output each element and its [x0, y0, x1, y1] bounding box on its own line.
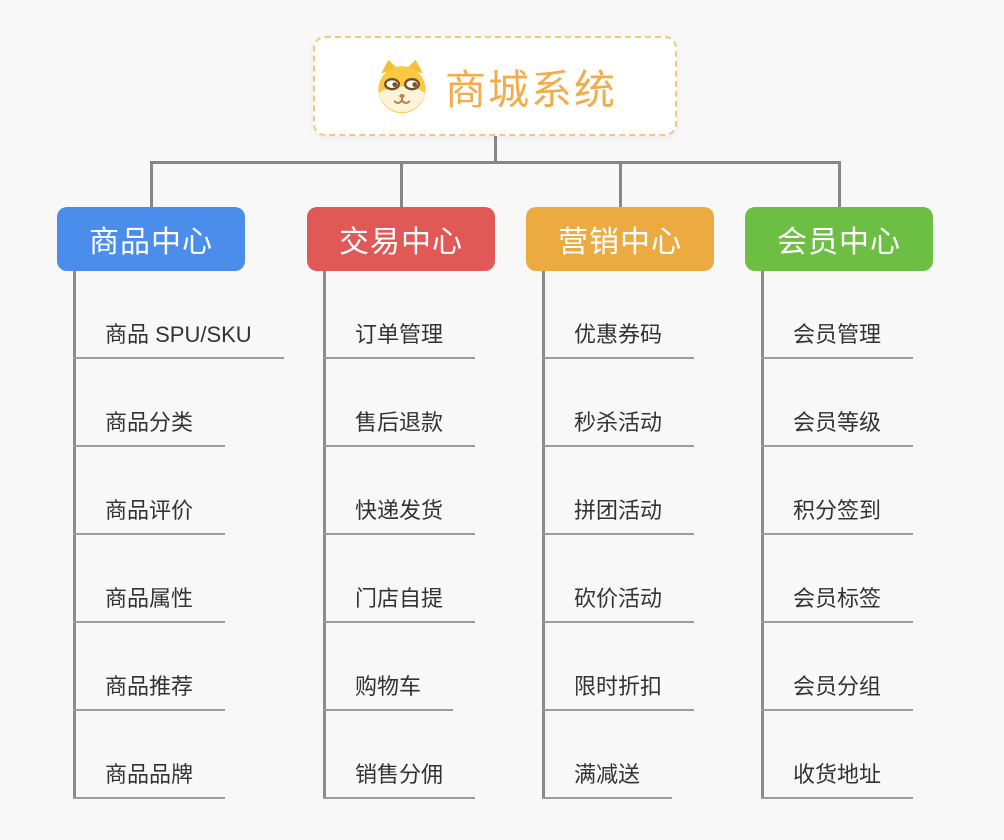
- leaf-node[interactable]: 商品品牌: [73, 757, 226, 799]
- leaf-row: 拼团活动: [542, 447, 695, 535]
- connector-drop-trade: [400, 161, 403, 208]
- leaf-row: 限时折扣: [542, 623, 695, 711]
- branch-trade-center: 交易中心 订单管理 售后退款 快递发货 门店自提 购物车 销售分佣: [307, 207, 547, 799]
- branch-member-center: 会员中心 会员管理 会员等级 积分签到 会员标签 会员分组 收货地址: [745, 207, 985, 799]
- leaf-node[interactable]: 秒杀活动: [542, 405, 695, 447]
- leaf-row: 会员管理: [761, 271, 914, 359]
- branch-leaves: 优惠券码 秒杀活动 拼团活动 砍价活动 限时折扣 满减送: [542, 271, 695, 799]
- leaf-row: 销售分佣: [323, 711, 476, 799]
- leaf-node[interactable]: 收货地址: [761, 757, 914, 799]
- branch-spine: [73, 271, 76, 799]
- branch-marketing-center: 营销中心 优惠券码 秒杀活动 拼团活动 砍价活动 限时折扣 满减送: [526, 207, 766, 799]
- leaf-node[interactable]: 商品分类: [73, 405, 226, 447]
- leaf-node[interactable]: 优惠券码: [542, 317, 695, 359]
- connector-drop-product: [150, 161, 153, 208]
- leaf-row: 秒杀活动: [542, 359, 695, 447]
- leaf-row: 售后退款: [323, 359, 476, 447]
- branch-spine: [323, 271, 326, 799]
- leaf-node[interactable]: 砍价活动: [542, 581, 695, 623]
- leaf-row: 会员标签: [761, 535, 914, 623]
- leaf-row: 购物车: [323, 623, 475, 711]
- leaf-node[interactable]: 商品 SPU/SKU: [73, 317, 284, 359]
- branch-node-product-center[interactable]: 商品中心: [57, 207, 245, 271]
- leaf-node[interactable]: 会员分组: [761, 669, 914, 711]
- leaf-node[interactable]: 会员标签: [761, 581, 914, 623]
- leaf-row: 商品推荐: [73, 623, 284, 711]
- leaf-node[interactable]: 会员管理: [761, 317, 914, 359]
- leaf-node[interactable]: 售后退款: [323, 405, 476, 447]
- branch-leaves: 订单管理 售后退款 快递发货 门店自提 购物车 销售分佣: [323, 271, 476, 799]
- leaf-row: 优惠券码: [542, 271, 695, 359]
- leaf-row: 商品分类: [73, 359, 284, 447]
- branch-spine: [761, 271, 764, 799]
- dog-face-icon: [378, 59, 426, 114]
- branch-node-trade-center[interactable]: 交易中心: [307, 207, 495, 271]
- connector-bus: [150, 161, 841, 164]
- branch-spine: [542, 271, 545, 799]
- leaf-node[interactable]: 订单管理: [323, 317, 476, 359]
- leaf-row: 订单管理: [323, 271, 476, 359]
- leaf-node[interactable]: 销售分佣: [323, 757, 476, 799]
- leaf-row: 商品属性: [73, 535, 284, 623]
- leaf-node[interactable]: 积分签到: [761, 493, 914, 535]
- leaf-node[interactable]: 购物车: [323, 669, 454, 711]
- leaf-node[interactable]: 门店自提: [323, 581, 476, 623]
- leaf-row: 积分签到: [761, 447, 914, 535]
- leaf-node[interactable]: 会员等级: [761, 405, 914, 447]
- connector-root-stem: [494, 135, 497, 163]
- connector-drop-member: [838, 161, 841, 208]
- branch-node-member-center[interactable]: 会员中心: [745, 207, 933, 271]
- leaf-row: 会员等级: [761, 359, 914, 447]
- leaf-node[interactable]: 限时折扣: [542, 669, 695, 711]
- leaf-node[interactable]: 快递发货: [323, 493, 476, 535]
- branch-node-marketing-center[interactable]: 营销中心: [526, 207, 714, 271]
- leaf-row: 会员分组: [761, 623, 914, 711]
- root-title: 商城系统: [445, 67, 617, 113]
- leaf-row: 商品 SPU/SKU: [73, 271, 284, 359]
- leaf-node[interactable]: 商品属性: [73, 581, 226, 623]
- branch-product-center: 商品中心 商品 SPU/SKU 商品分类 商品评价 商品属性 商品推荐 商品品牌: [57, 207, 297, 799]
- branch-leaves: 商品 SPU/SKU 商品分类 商品评价 商品属性 商品推荐 商品品牌: [73, 271, 284, 799]
- root-node[interactable]: 商城系统: [313, 36, 677, 136]
- leaf-row: 商品评价: [73, 447, 284, 535]
- leaf-row: 满减送: [542, 711, 694, 799]
- leaf-row: 砍价活动: [542, 535, 695, 623]
- leaf-node[interactable]: 拼团活动: [542, 493, 695, 535]
- leaf-row: 收货地址: [761, 711, 914, 799]
- leaf-row: 商品品牌: [73, 711, 284, 799]
- leaf-node[interactable]: 满减送: [542, 757, 673, 799]
- leaf-row: 门店自提: [323, 535, 476, 623]
- leaf-node[interactable]: 商品推荐: [73, 669, 226, 711]
- connector-drop-marketing: [619, 161, 622, 208]
- leaf-row: 快递发货: [323, 447, 476, 535]
- branch-leaves: 会员管理 会员等级 积分签到 会员标签 会员分组 收货地址: [761, 271, 914, 799]
- leaf-node[interactable]: 商品评价: [73, 493, 226, 535]
